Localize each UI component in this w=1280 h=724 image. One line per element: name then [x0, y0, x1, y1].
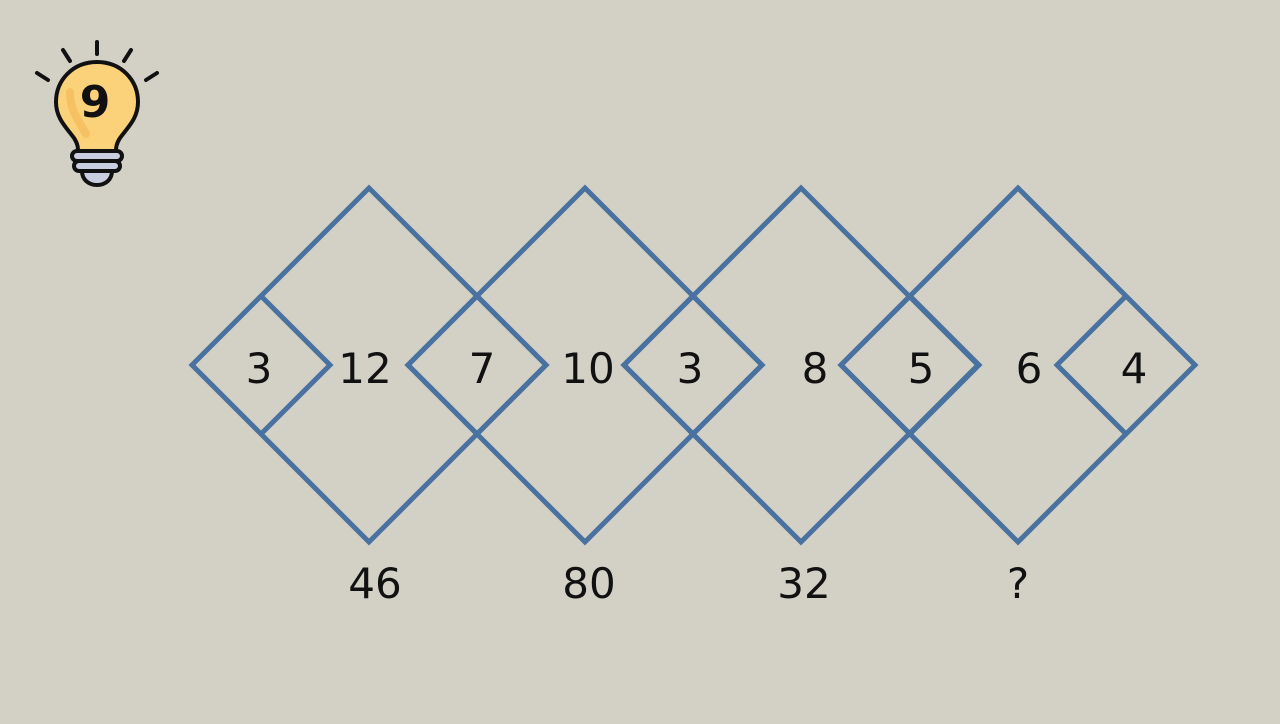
- small-diamond-right: [1053, 294, 1128, 436]
- group-4-result: ?: [1007, 559, 1029, 608]
- group-1-center: 12: [338, 344, 391, 393]
- group-3-center: 8: [802, 344, 829, 393]
- group-3-result: 32: [777, 559, 830, 608]
- small-diamond-3: [837, 292, 983, 438]
- group-1-right: 7: [469, 344, 496, 393]
- small-diamond-2: [620, 292, 766, 438]
- small-diamond-left: [259, 294, 334, 436]
- group-2-result: 80: [562, 559, 615, 608]
- small-diamond-1: [404, 292, 550, 438]
- lightbulb-icon: 9: [35, 40, 159, 187]
- group-1-result: 46: [348, 559, 401, 608]
- group-2-center: 10: [561, 344, 614, 393]
- group-1-left: 3: [246, 344, 273, 393]
- badge-number: 9: [80, 77, 111, 128]
- group-4-center: 6: [1016, 344, 1043, 393]
- group-4-right: 4: [1121, 344, 1148, 393]
- group-2-right: 3: [677, 344, 704, 393]
- group-3-right: 5: [908, 344, 935, 393]
